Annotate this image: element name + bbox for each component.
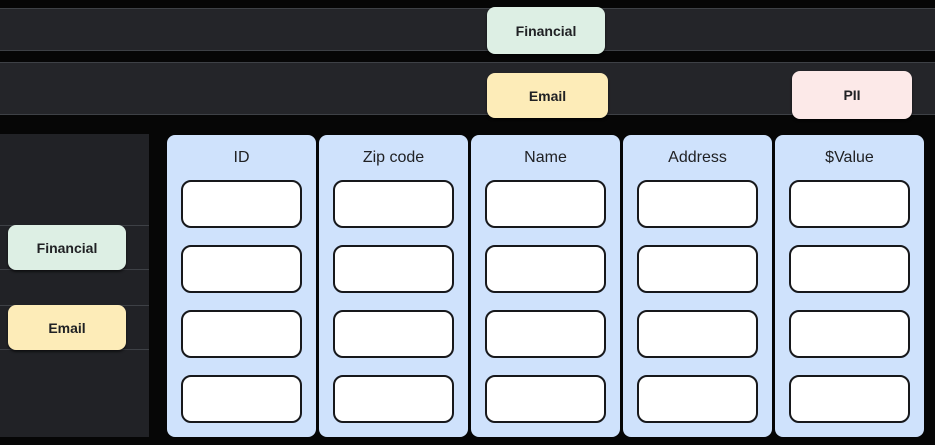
- table-cell[interactable]: [181, 310, 302, 358]
- table-cell[interactable]: [181, 245, 302, 293]
- table-cell[interactable]: [637, 375, 758, 423]
- column-id: ID: [167, 135, 316, 437]
- column-header-zip-code: Zip code: [362, 148, 425, 166]
- table-cell[interactable]: [485, 245, 606, 293]
- table-cell[interactable]: [637, 310, 758, 358]
- table-cell[interactable]: [333, 375, 454, 423]
- table-cell[interactable]: [789, 375, 910, 423]
- table-cell[interactable]: [333, 310, 454, 358]
- table-cell[interactable]: [485, 375, 606, 423]
- column-zip-code: Zip code: [319, 135, 468, 437]
- tag-lane-email-pii[interactable]: Email PII: [0, 62, 935, 119]
- column-header-name: Name: [524, 148, 567, 166]
- table-cell[interactable]: [637, 180, 758, 228]
- column-header-address: Address: [668, 148, 727, 166]
- data-table: ID Zip code Name Address $Value: [167, 135, 924, 437]
- column-header-value: $Value: [825, 148, 874, 166]
- column-header-id: ID: [233, 148, 250, 166]
- table-cell[interactable]: [485, 180, 606, 228]
- table-cell[interactable]: [789, 180, 910, 228]
- table-cell[interactable]: [789, 310, 910, 358]
- table-cell[interactable]: [333, 180, 454, 228]
- table-cell[interactable]: [637, 245, 758, 293]
- column-name: Name: [471, 135, 620, 437]
- column-address: Address: [623, 135, 772, 437]
- column-value: $Value: [775, 135, 924, 437]
- tag-lane-financial[interactable]: Financial: [0, 7, 935, 54]
- email-tag-sidebar[interactable]: Email: [8, 305, 126, 350]
- pii-tag-lane[interactable]: PII: [792, 71, 912, 119]
- email-tag-lane[interactable]: Email: [487, 73, 608, 118]
- financial-tag-sidebar[interactable]: Financial: [8, 225, 126, 270]
- table-cell[interactable]: [333, 245, 454, 293]
- table-cell[interactable]: [485, 310, 606, 358]
- financial-tag-lane[interactable]: Financial: [487, 7, 605, 54]
- table-cell[interactable]: [789, 245, 910, 293]
- table-cell[interactable]: [181, 375, 302, 423]
- tag-source-panel: Financial Email: [0, 134, 149, 437]
- table-cell[interactable]: [181, 180, 302, 228]
